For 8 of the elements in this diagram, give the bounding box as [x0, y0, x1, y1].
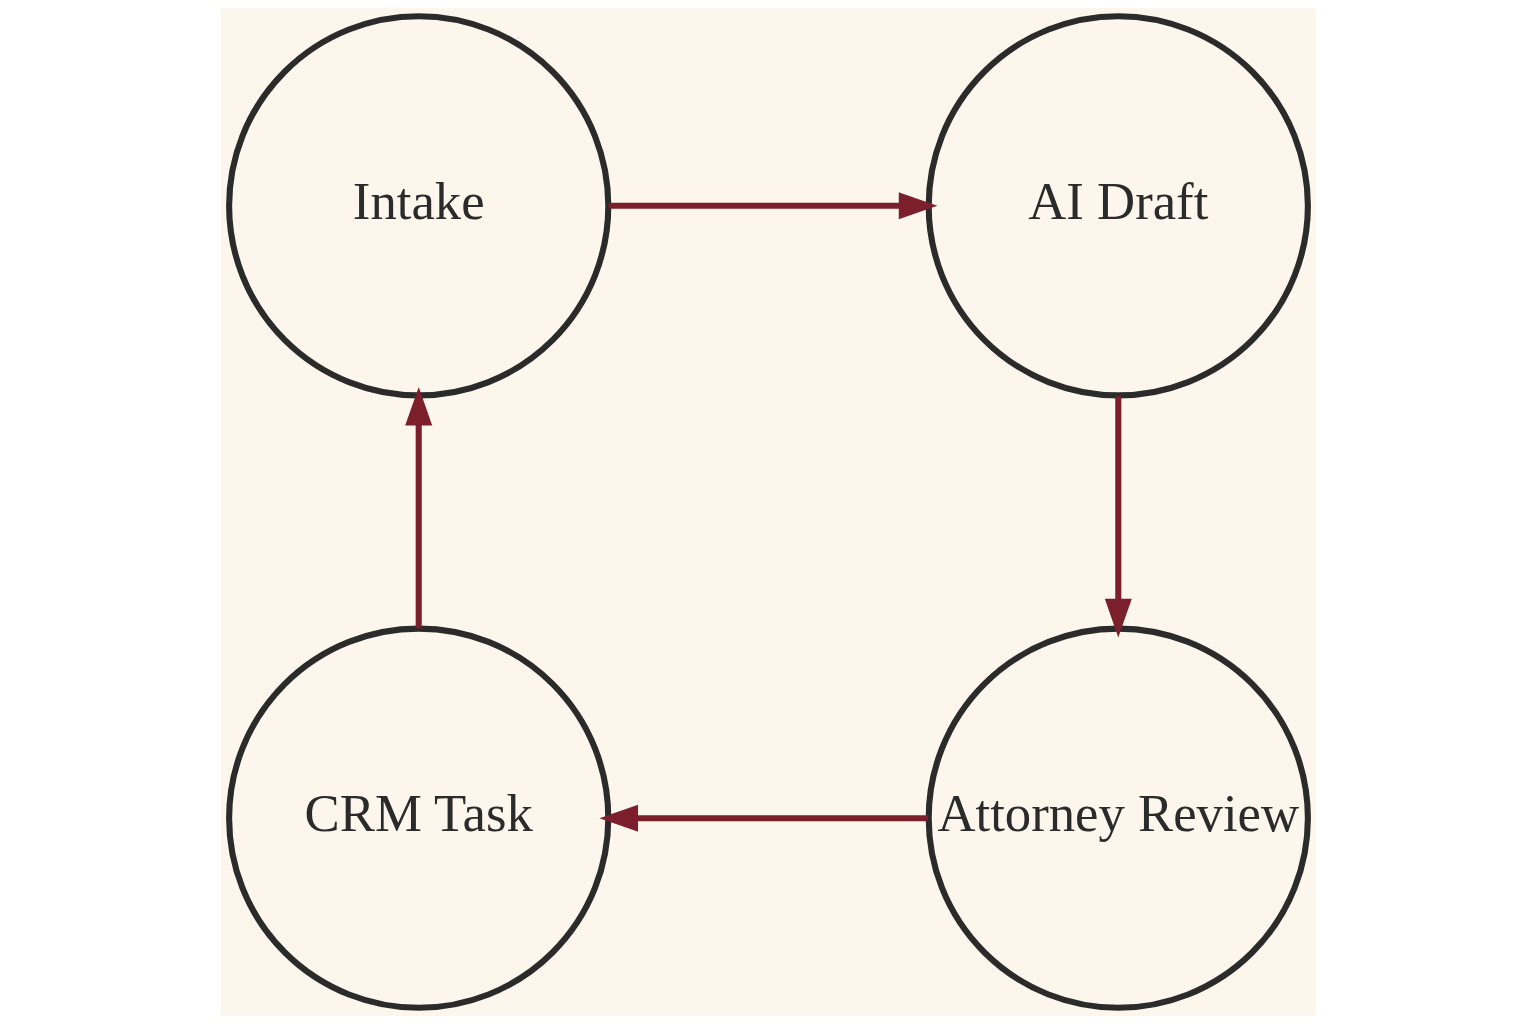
- node-circle: AI Draft: [925, 13, 1311, 399]
- node-circle: Attorney Review: [925, 625, 1311, 1011]
- arrow: [608, 192, 937, 220]
- node-circle: CRM Task: [225, 625, 611, 1011]
- arrow: [404, 386, 432, 629]
- arrow: [598, 804, 928, 832]
- node-circle: Intake: [225, 13, 611, 399]
- arrow: [1104, 396, 1132, 638]
